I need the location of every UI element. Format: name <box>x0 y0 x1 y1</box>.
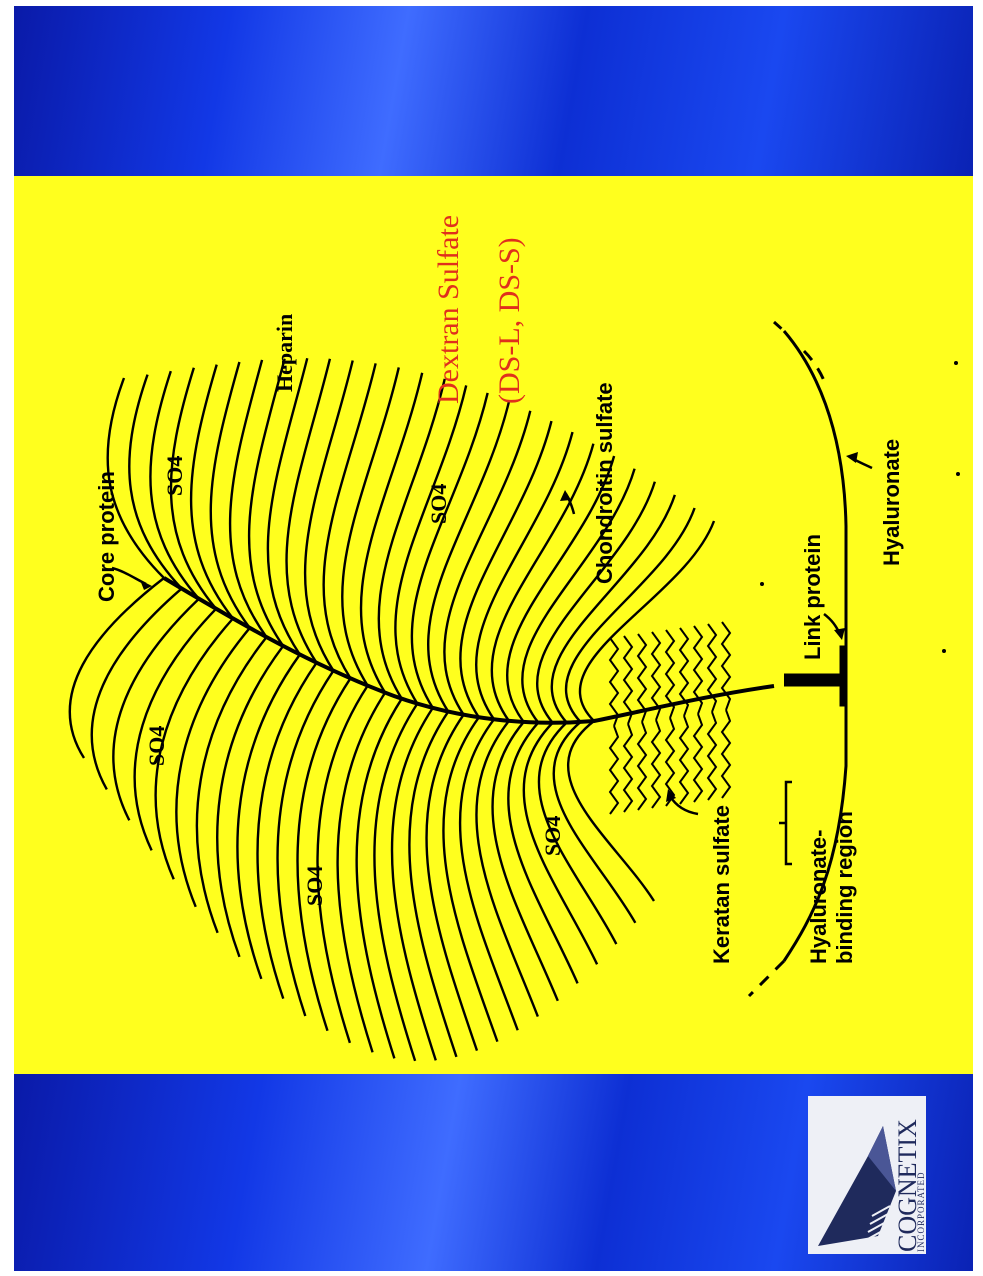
gag-chain-upper <box>249 359 285 646</box>
label-chondroitin-sulfate: Chondroitin sulfate <box>592 382 617 584</box>
keratan-chain <box>624 724 632 812</box>
label-link-protein: Link protein <box>800 534 825 660</box>
gag-chain-lower <box>554 722 636 923</box>
gag-chain-lower <box>217 646 283 957</box>
keratan-chain <box>722 710 730 798</box>
glycosaminoglycan-chains-upper <box>108 358 714 723</box>
gag-chain-upper <box>444 411 530 715</box>
slide: Core protein Heparin Dextran Sulfate (DS… <box>14 6 973 1271</box>
label-keratan-sulfate: Keratan sulfate <box>709 805 734 964</box>
gag-chain-upper <box>522 469 634 723</box>
keratan-chain <box>638 634 646 722</box>
gag-chain-lower <box>197 637 267 933</box>
label-so4-a: SO4 <box>162 456 187 496</box>
keratan-chain <box>680 716 688 804</box>
label-so4-e: SO4 <box>540 816 565 856</box>
label-heparin: Heparin <box>272 314 297 392</box>
label-core-protein: Core protein <box>94 471 119 602</box>
proteoglycan-diagram: Core protein Heparin Dextran Sulfate (DS… <box>14 6 973 1271</box>
gag-chain-upper <box>287 359 330 663</box>
gag-chain-lower <box>357 699 402 1059</box>
hyaluronate-dashed-bottom <box>749 961 784 996</box>
label-dextran-sulfate: Dextran Sulfate <box>432 215 465 404</box>
keratan-chain <box>694 714 702 802</box>
gag-chain-lower <box>493 722 558 1001</box>
gag-chain-upper <box>211 362 250 628</box>
logo-sub: INCORPORATED <box>916 1171 926 1252</box>
keratan-chain <box>624 636 632 724</box>
label-binding-region-1: Hyaluronate- <box>806 830 831 964</box>
keratan-chain <box>722 622 730 710</box>
label-so4-d: SO4 <box>426 484 451 524</box>
cognetix-logo: COGNETIX INCORPORATED <box>808 1096 926 1254</box>
gag-chain-upper <box>324 363 376 678</box>
keratan-chain <box>708 712 716 800</box>
gag-chain-upper <box>428 401 509 711</box>
gag-chain-lower <box>460 719 518 1030</box>
label-hyaluronate: Hyaluronate <box>879 439 904 566</box>
gag-chain-upper <box>230 360 266 637</box>
gag-chain-upper <box>342 367 399 685</box>
keratan-chain <box>610 726 618 814</box>
binding-region-bracket <box>779 782 792 864</box>
label-binding-region-2: binding region <box>832 811 857 964</box>
hyaluronate-dashed-top <box>774 322 784 331</box>
keratan-chain <box>652 720 660 808</box>
gag-chain-upper <box>476 432 572 719</box>
keratan-sulfate-chains <box>610 622 730 814</box>
keratan-chain <box>638 722 646 810</box>
glycosaminoglycan-chains-lower <box>70 578 654 1061</box>
label-so4-b: SO4 <box>144 726 169 766</box>
keratan-chain <box>610 638 618 726</box>
label-so4-c: SO4 <box>302 866 327 906</box>
label-ds-variants: (DS-L, DS-S) <box>493 237 526 404</box>
